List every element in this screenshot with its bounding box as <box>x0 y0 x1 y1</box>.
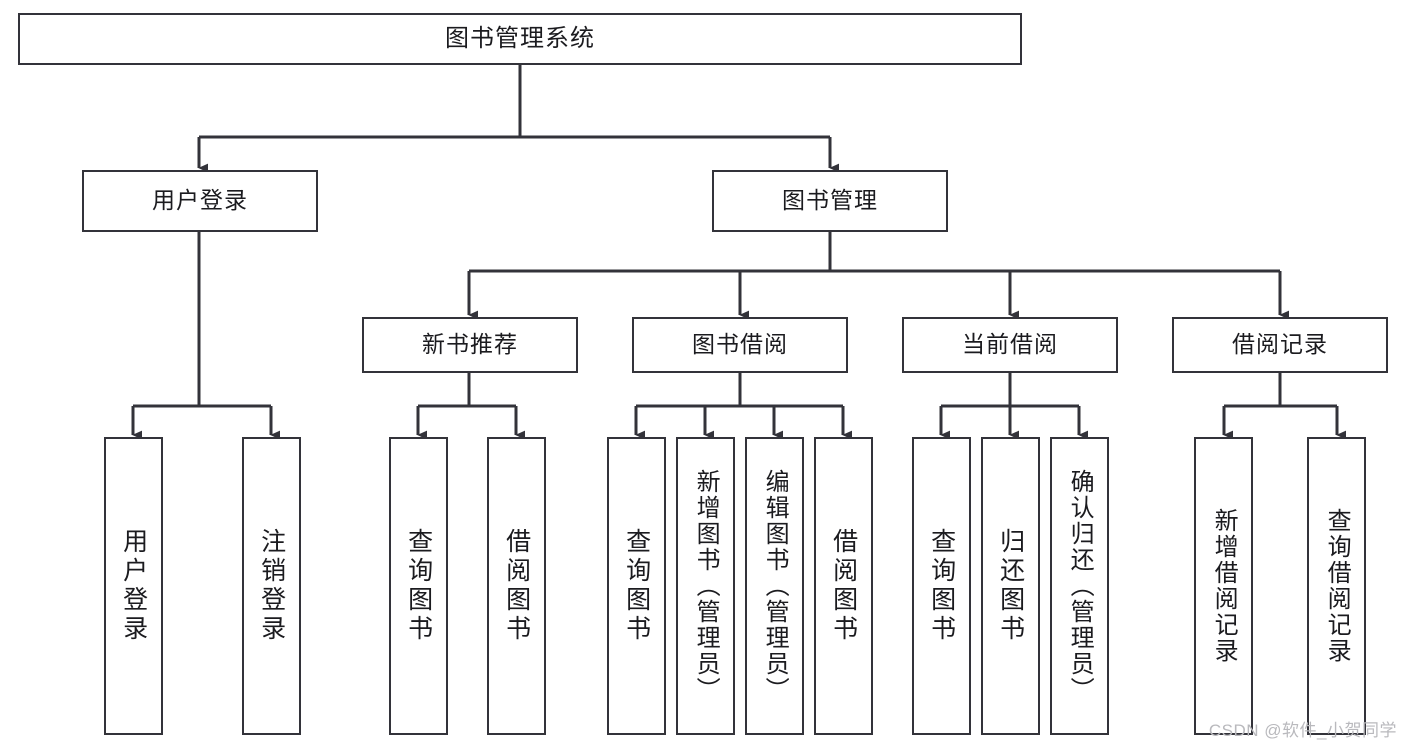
node-leaf-borrow-book-1-label: 借阅图书 <box>502 528 531 644</box>
node-root-system[interactable]: 图书管理系统 <box>18 13 1022 65</box>
node-borrow-record-label: 借阅记录 <box>1232 331 1328 358</box>
node-leaf-query-book-2-label: 查询图书 <box>622 528 651 644</box>
node-leaf-return-book[interactable]: 归还图书 <box>981 437 1040 735</box>
node-leaf-add-record[interactable]: 新增借阅记录 <box>1194 437 1253 735</box>
node-current-borrow[interactable]: 当前借阅 <box>902 317 1118 373</box>
node-leaf-add-book-label: 新增图书（管理员） <box>692 469 720 703</box>
node-leaf-return-book-label: 归还图书 <box>996 528 1025 644</box>
node-new-book-recommend[interactable]: 新书推荐 <box>362 317 578 373</box>
node-leaf-query-book-1-label: 查询图书 <box>404 528 433 644</box>
node-leaf-confirm-return[interactable]: 确认归还（管理员） <box>1050 437 1109 735</box>
node-leaf-user-login-label: 用户登录 <box>119 528 148 644</box>
node-leaf-logout-login-label: 注销登录 <box>257 528 286 644</box>
node-leaf-borrow-book-2[interactable]: 借阅图书 <box>814 437 873 735</box>
node-leaf-add-record-label: 新增借阅记录 <box>1210 508 1238 664</box>
node-leaf-query-book-3-label: 查询图书 <box>927 528 956 644</box>
node-leaf-borrow-book-1[interactable]: 借阅图书 <box>487 437 546 735</box>
node-borrow-record[interactable]: 借阅记录 <box>1172 317 1388 373</box>
node-book-borrow[interactable]: 图书借阅 <box>632 317 848 373</box>
node-book-manage-label: 图书管理 <box>782 187 878 214</box>
node-new-book-recommend-label: 新书推荐 <box>422 331 518 358</box>
node-leaf-query-book-2[interactable]: 查询图书 <box>607 437 666 735</box>
node-user-login[interactable]: 用户登录 <box>82 170 318 232</box>
node-user-login-label: 用户登录 <box>152 187 248 214</box>
node-leaf-edit-book[interactable]: 编辑图书（管理员） <box>745 437 804 735</box>
node-root-label: 图书管理系统 <box>445 24 595 52</box>
node-leaf-confirm-return-label: 确认归还（管理员） <box>1066 469 1094 703</box>
node-current-borrow-label: 当前借阅 <box>962 331 1058 358</box>
node-leaf-user-login[interactable]: 用户登录 <box>104 437 163 735</box>
node-leaf-logout-login[interactable]: 注销登录 <box>242 437 301 735</box>
node-leaf-add-book[interactable]: 新增图书（管理员） <box>676 437 735 735</box>
node-leaf-query-record-label: 查询借阅记录 <box>1323 508 1351 664</box>
csdn-watermark: CSDN @软件_小贺同学 <box>1208 721 1397 740</box>
node-leaf-query-book-3[interactable]: 查询图书 <box>912 437 971 735</box>
node-leaf-query-record[interactable]: 查询借阅记录 <box>1307 437 1366 735</box>
node-leaf-edit-book-label: 编辑图书（管理员） <box>761 469 789 703</box>
node-book-manage[interactable]: 图书管理 <box>712 170 948 232</box>
node-leaf-borrow-book-2-label: 借阅图书 <box>829 528 858 644</box>
node-book-borrow-label: 图书借阅 <box>692 331 788 358</box>
node-leaf-query-book-1[interactable]: 查询图书 <box>389 437 448 735</box>
